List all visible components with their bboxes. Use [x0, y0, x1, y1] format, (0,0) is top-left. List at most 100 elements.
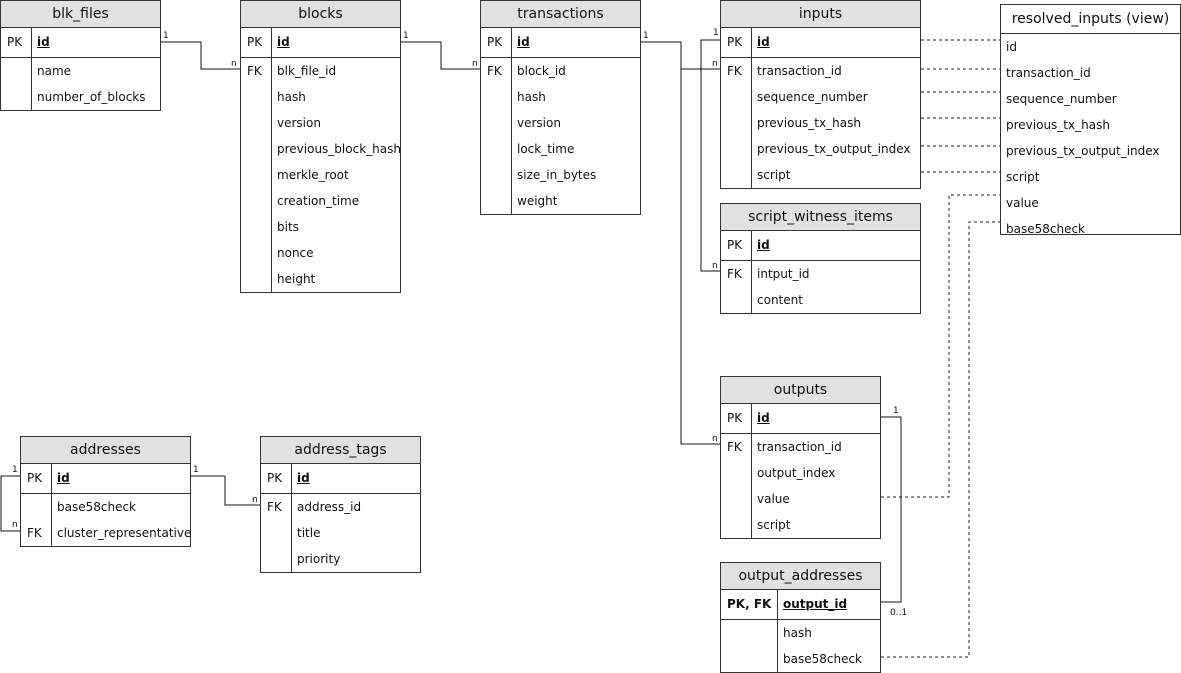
key-marker [481, 136, 511, 162]
field-name: content [757, 293, 803, 307]
cardinality-many: n [712, 59, 718, 69]
cardinality-one: 1 [403, 31, 409, 41]
view-field: transaction_id [1006, 66, 1091, 80]
cardinality-many: n [12, 520, 18, 530]
field-name: block_id [517, 64, 566, 78]
key-marker [241, 162, 271, 188]
field-name: cluster_representative [57, 526, 192, 540]
view-field: previous_tx_hash [1006, 118, 1110, 132]
table-title: outputs [721, 377, 880, 404]
key-marker [721, 84, 751, 110]
column-row: script [721, 512, 880, 538]
key-marker [1, 84, 31, 110]
table-title: address_tags [261, 437, 420, 464]
field-name: previous_block_hash [277, 142, 401, 156]
cardinality-one: 1 [643, 31, 649, 41]
view-title: resolved_inputs (view) [1001, 5, 1180, 34]
key-marker: FK [27, 526, 42, 540]
key-marker: FK [727, 64, 742, 78]
cardinality-many: n [712, 261, 718, 271]
key-marker: FK [727, 440, 742, 454]
table-title: blk_files [1, 1, 160, 28]
field-name: script [757, 518, 791, 532]
table-title: inputs [721, 1, 920, 28]
field-name: previous_tx_hash [757, 116, 861, 130]
key-marker: PK [267, 471, 283, 485]
field-name: creation_time [277, 194, 360, 208]
key-marker [481, 84, 511, 110]
field-name: weight [517, 194, 558, 208]
view-resolved-inputs[interactable]: resolved_inputs (view) id transaction_id… [1000, 4, 1181, 236]
column-row: creation_time [241, 188, 400, 214]
key-marker [481, 162, 511, 188]
key-marker [241, 266, 271, 292]
key-marker [261, 520, 291, 546]
field-name: priority [297, 552, 341, 566]
key-marker: PK [727, 411, 743, 425]
column-row: priority [261, 546, 420, 572]
field-name: id [517, 35, 530, 49]
cardinality-zero-or-one: 0..1 [890, 608, 908, 618]
key-marker [241, 214, 271, 240]
field-name: id [277, 35, 290, 49]
key-marker: PK [7, 35, 23, 49]
field-name: sequence_number [757, 90, 868, 104]
key-marker [721, 512, 751, 538]
column-row: version [241, 110, 400, 136]
column-row: sequence_number [721, 84, 920, 110]
table-title: addresses [21, 437, 190, 464]
key-marker: FK [267, 500, 282, 514]
field-name: nonce [277, 246, 314, 260]
field-name: base58check [57, 500, 137, 514]
column-row: number_of_blocks [1, 84, 160, 110]
key-marker: PK [727, 35, 743, 49]
field-name: title [297, 526, 321, 540]
column-row: value [721, 486, 880, 512]
field-name: transaction_id [757, 64, 842, 78]
key-marker [721, 460, 751, 486]
column-row: hash [241, 84, 400, 110]
field-name: name [37, 64, 72, 78]
cardinality-one: 1 [893, 406, 899, 416]
view-map-value [881, 194, 1001, 498]
table-title: script_witness_items [721, 204, 920, 231]
field-name: id [57, 471, 70, 485]
key-marker [241, 84, 271, 110]
table-title: transactions [481, 1, 640, 28]
column-row: title [261, 520, 420, 546]
field-name: version [277, 116, 321, 130]
key-marker: PK [727, 238, 743, 252]
table-title: output_addresses [721, 563, 880, 590]
cardinality-many: n [252, 495, 258, 505]
field-name: output_index [757, 466, 836, 480]
column-row: FK cluster_representative [21, 520, 192, 546]
column-row: previous_tx_hash [721, 110, 920, 136]
column-row: lock_time [481, 136, 640, 162]
key-marker: PK [487, 35, 503, 49]
field-name: base58check [783, 652, 863, 666]
column-row: FK transaction_id [721, 58, 920, 84]
column-row: previous_tx_output_index [721, 136, 920, 162]
column-row: height [241, 266, 400, 292]
key-marker [241, 110, 271, 136]
cardinality-many: n [231, 59, 237, 69]
table-title: blocks [241, 1, 400, 28]
